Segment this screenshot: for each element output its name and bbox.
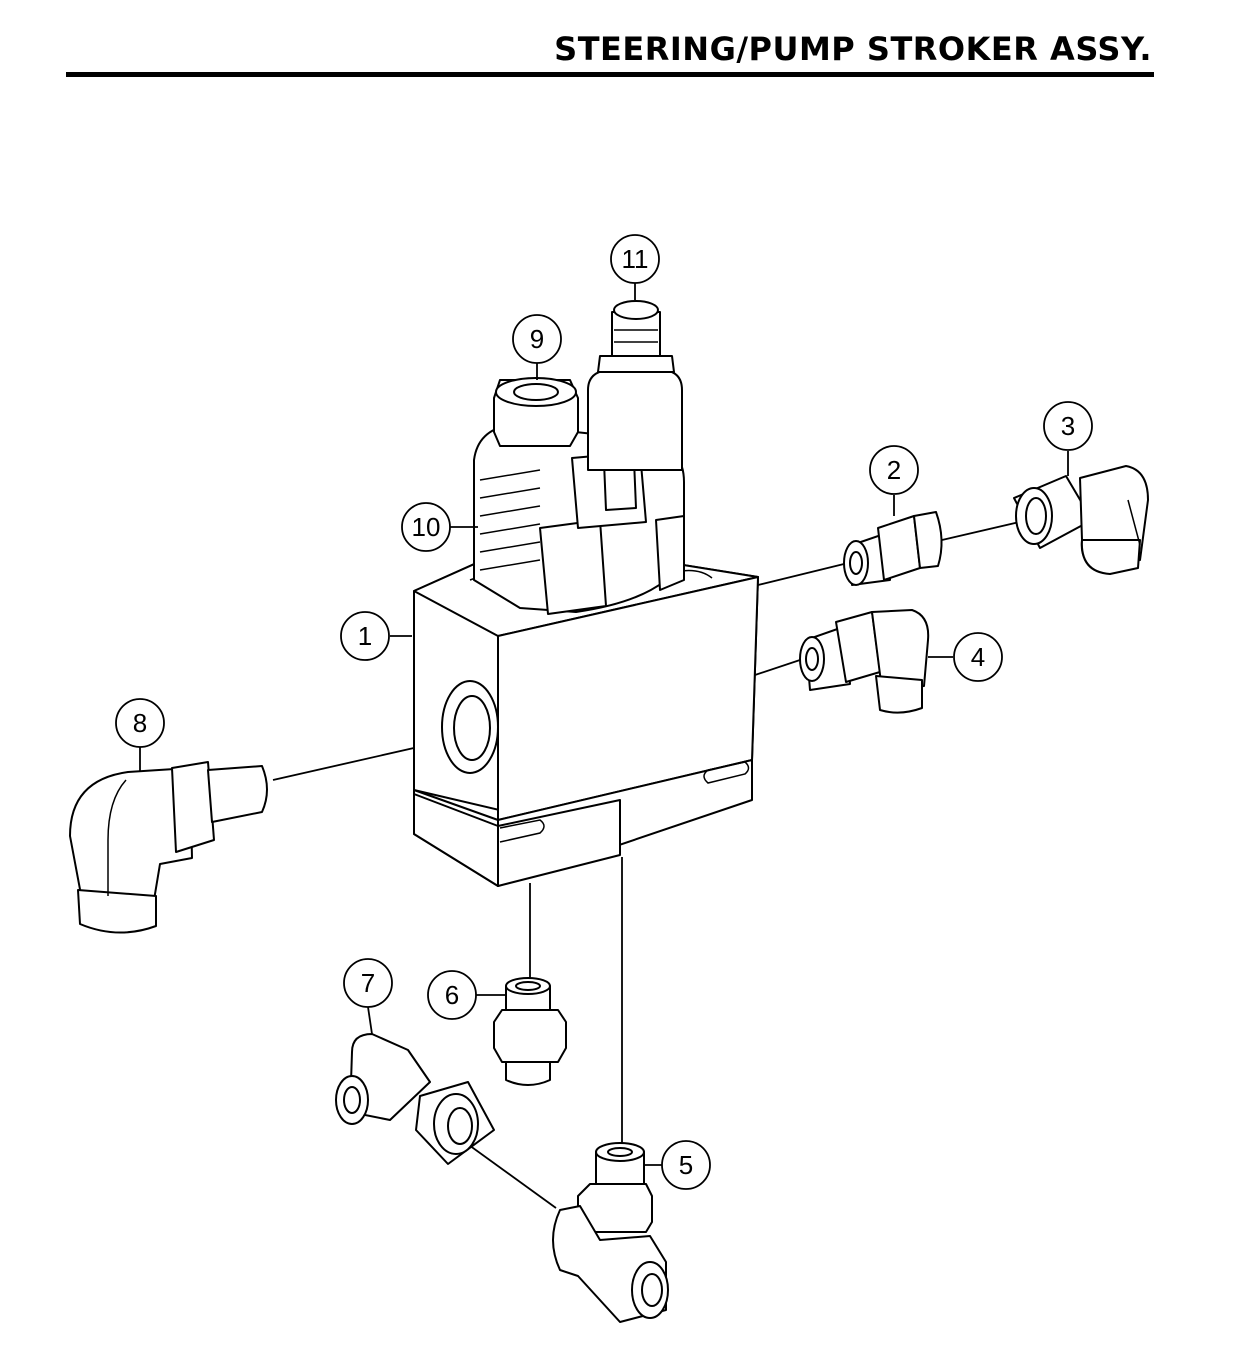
svg-text:7: 7	[361, 968, 375, 998]
callout-2: 2	[869, 445, 919, 516]
svg-text:9: 9	[530, 324, 544, 354]
run-tee-fitting	[552, 1142, 669, 1323]
svg-text:3: 3	[1061, 411, 1075, 441]
large-elbow-fitting	[69, 761, 268, 934]
callout-8: 8	[115, 698, 165, 772]
callout-7: 7	[343, 958, 393, 1035]
tee-fitting	[335, 1033, 495, 1165]
svg-text:5: 5	[679, 1150, 693, 1180]
svg-text:10: 10	[412, 512, 441, 542]
callout-3: 3	[1043, 401, 1093, 476]
svg-text:11: 11	[622, 244, 649, 274]
straight-fitting	[493, 977, 567, 1086]
cartridge-valve	[587, 300, 683, 471]
callout-1: 1	[340, 611, 390, 661]
svg-text:6: 6	[445, 980, 459, 1010]
elbow-adapter	[799, 609, 930, 714]
manifold-block	[413, 539, 759, 887]
coil-nut	[493, 377, 579, 447]
svg-text:8: 8	[133, 708, 147, 738]
page-title: STEERING/PUMP STROKER ASSY.	[554, 30, 1152, 68]
svg-text:4: 4	[971, 642, 985, 672]
straight-adapter	[843, 511, 943, 586]
callout-6: 6	[427, 970, 506, 1020]
callout-4: 4	[928, 632, 1003, 682]
callout-10: 10	[401, 502, 478, 552]
callout-11: 11	[610, 234, 660, 300]
title-rule	[66, 72, 1154, 77]
callout-9: 9	[512, 314, 562, 380]
swivel-elbow-adapter	[1013, 465, 1149, 575]
callout-5: 5	[644, 1140, 711, 1190]
svg-text:2: 2	[887, 455, 901, 485]
svg-text:1: 1	[358, 621, 372, 651]
